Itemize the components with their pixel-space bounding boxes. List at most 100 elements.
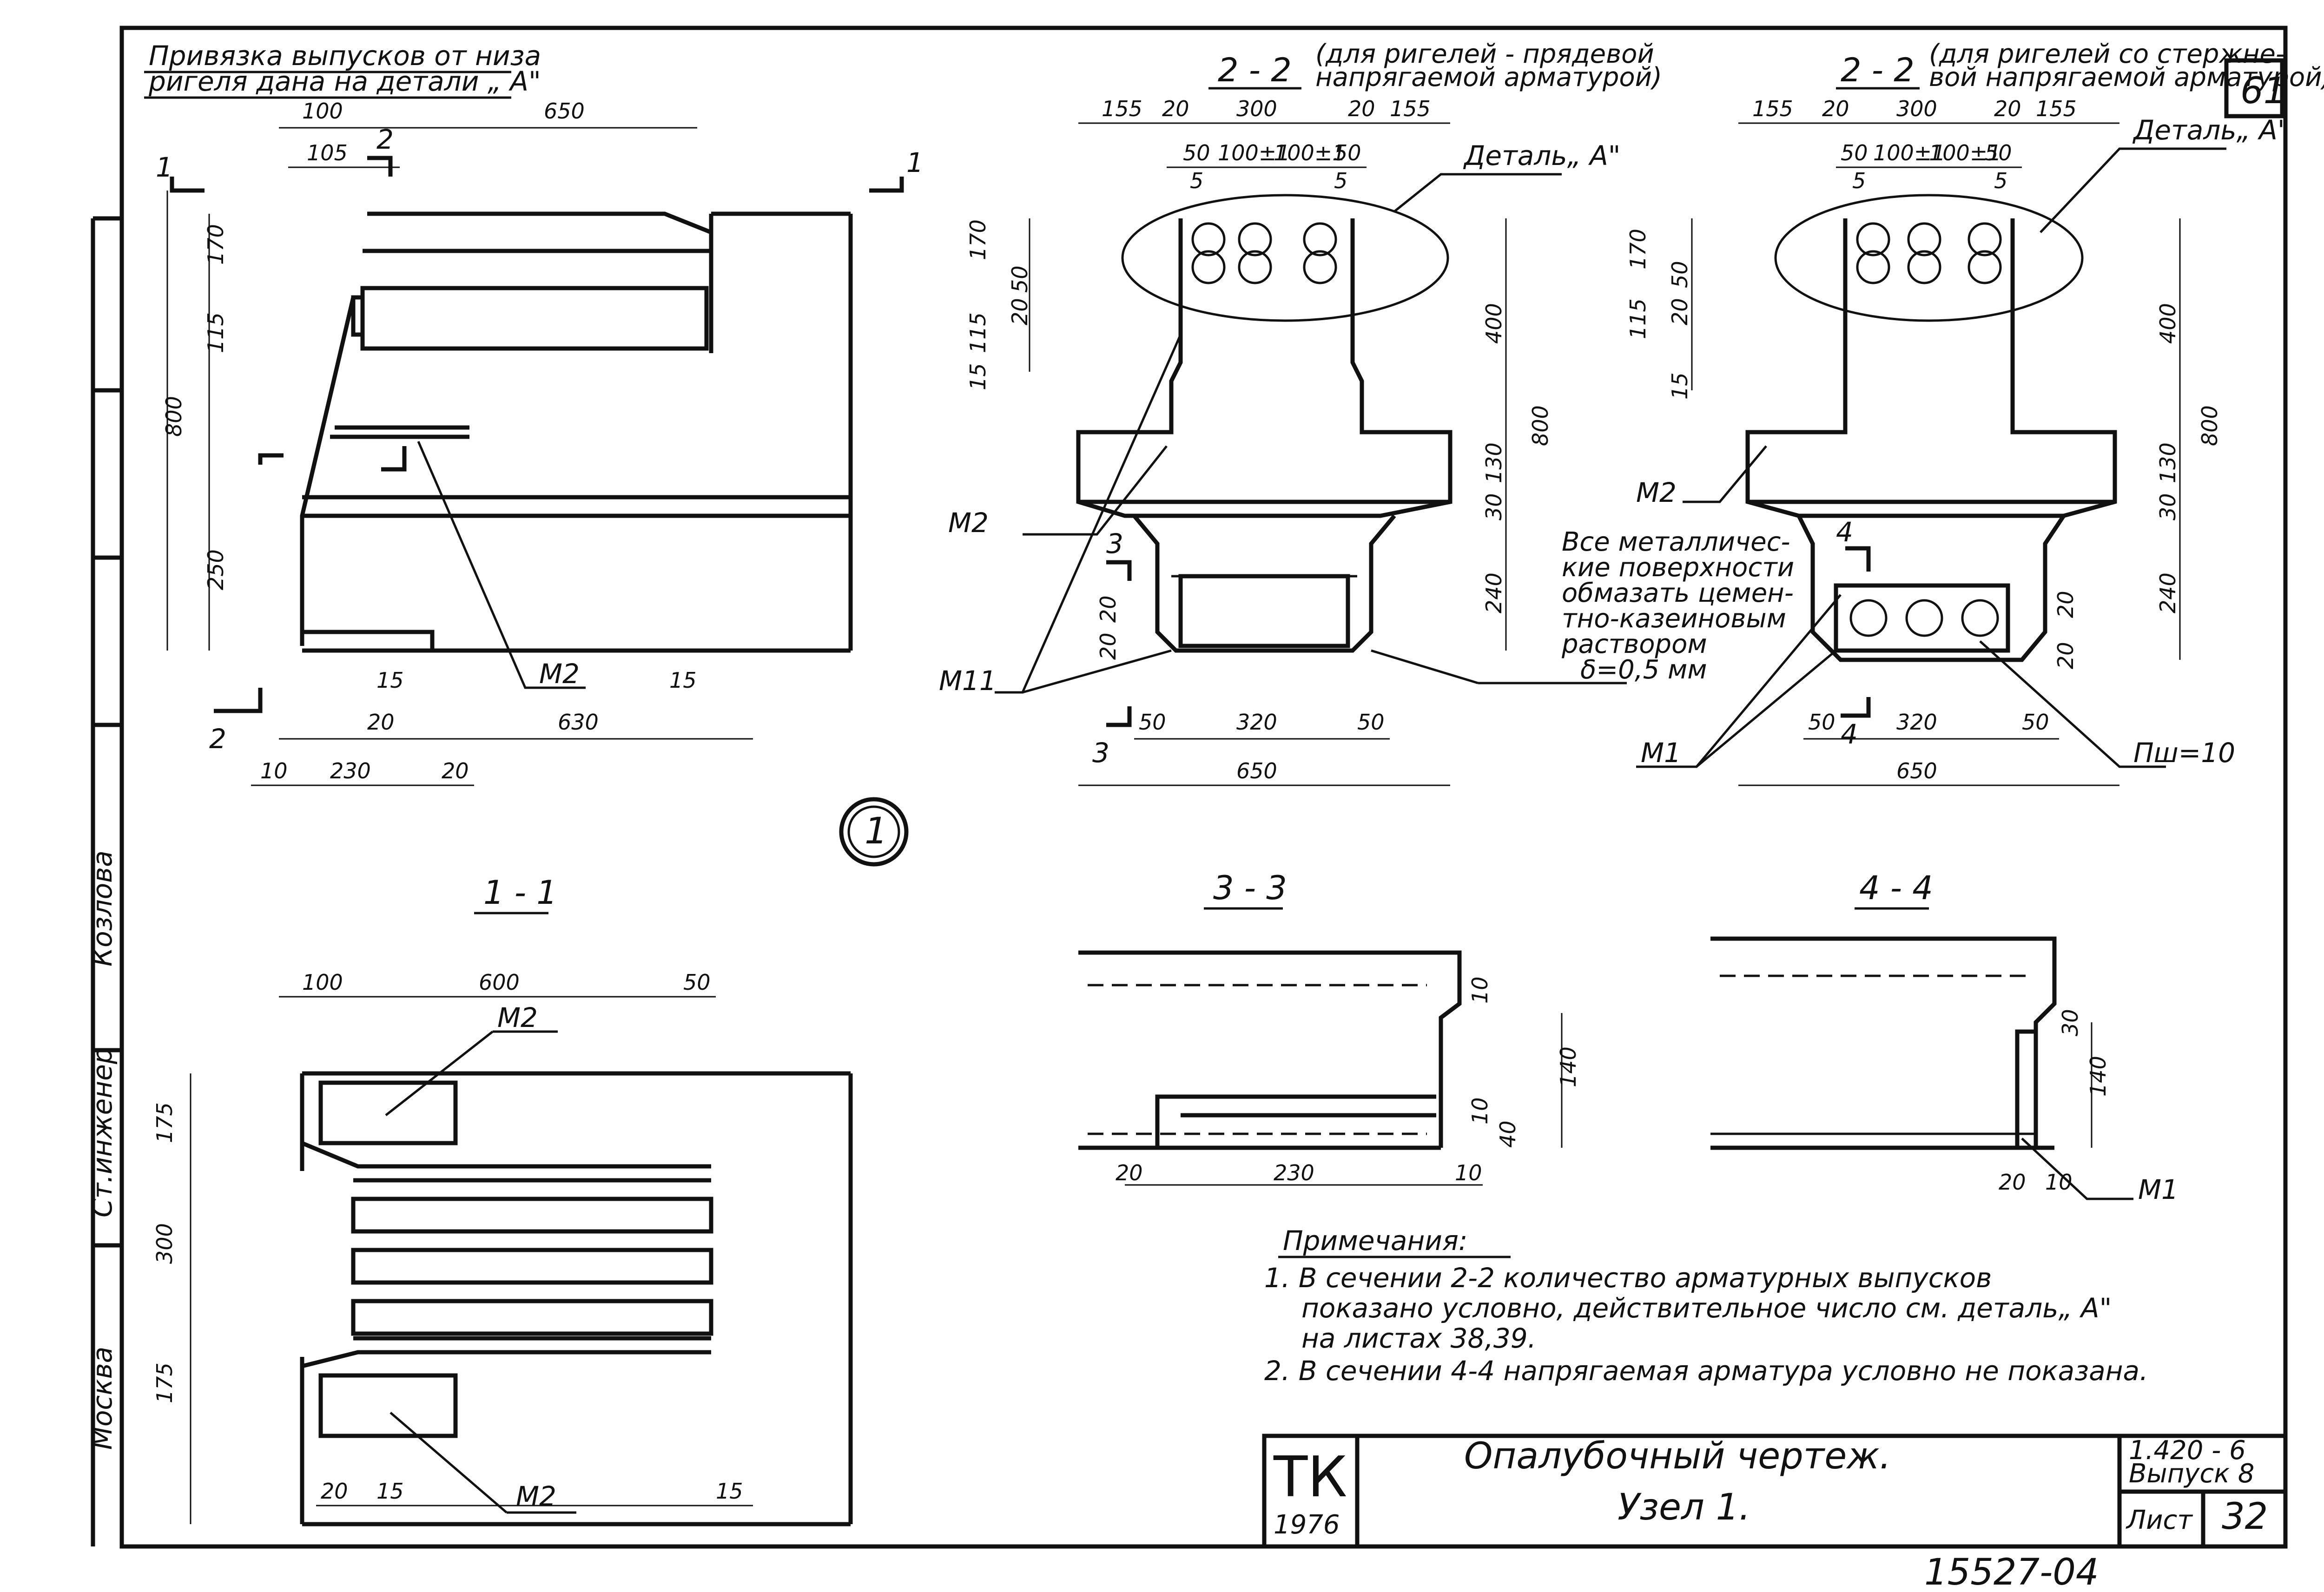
dim-600: 600: [479, 970, 520, 995]
notes-line-3: на листах 38,39.: [1301, 1322, 1536, 1354]
dim-10-d: 10: [1467, 1097, 1492, 1125]
dim-30-b: 30: [2155, 493, 2180, 520]
dim-130-b: 130: [2155, 442, 2180, 483]
dim-20-b: 20: [442, 758, 469, 783]
dim-20-g: 20: [1096, 632, 1121, 660]
dim-800-c: 800: [2197, 405, 2222, 446]
corner-number: 61: [2240, 70, 2286, 112]
notes-line-1: 1. В сечении 2-2 количество арматурных в…: [1264, 1262, 1992, 1294]
dim-115: 115: [203, 312, 228, 353]
stamp-org: ТК: [1273, 1445, 1347, 1510]
dim-175-b: 175: [152, 1362, 177, 1403]
dim-15-b: 15: [669, 668, 697, 693]
section-2-2-right: 2 - 2 (для ригелей со стержне- вой напря…: [1625, 39, 2324, 786]
dim-50-b: 50: [1334, 140, 1361, 165]
dim-115-c: 115: [1625, 298, 1651, 339]
cut-mark-1-left: 1: [156, 151, 173, 183]
corner-number-box: [2224, 58, 2284, 118]
notes-line-4: 2. В сечении 4-4 напрягаемая арматура ус…: [1264, 1355, 2148, 1387]
side-stamp-name: Козлова: [86, 850, 118, 967]
side-stamp-city: Москва: [86, 1347, 118, 1450]
stamp-sheet-label: Лист: [2126, 1505, 2193, 1535]
dim-100pm-c: 100±1: [1873, 140, 1946, 165]
dim-20-a: 20: [367, 710, 395, 735]
dim-40: 40: [1495, 1120, 1520, 1148]
section-2-2-left-note-1: (для ригелей - прядевой: [1315, 39, 1654, 69]
dim-50-f: 50: [1841, 140, 1868, 165]
stamp-subtitle: Узел 1.: [1618, 1487, 1750, 1528]
section-4-4-title: 4 - 4: [1859, 869, 1933, 907]
dim-15-c: 15: [965, 363, 990, 390]
dim-15-e: 15: [376, 1479, 404, 1504]
dim-100pm-a: 100±1: [1218, 140, 1290, 165]
dim-130-a: 130: [1481, 442, 1506, 483]
dim-20-m: 20: [321, 1479, 348, 1504]
dim-20-o: 20: [1999, 1170, 2026, 1195]
dim-155-c: 155: [1752, 96, 1793, 121]
node-mark-circle: [839, 797, 909, 867]
cut-mark-3-bottom: 3: [1092, 737, 1109, 769]
dim-20-n: 20: [1116, 1160, 1143, 1185]
dim-5-a: 5: [1190, 168, 1203, 193]
dim-20-k: 20: [2053, 591, 2078, 618]
section-2-2-left: 2 - 2 (для ригелей - прядевой напрягаемо…: [939, 39, 1662, 786]
dim-320-b: 320: [1896, 710, 1937, 735]
dim-400-a: 400: [1481, 303, 1506, 344]
dim-800-b: 800: [1528, 405, 1553, 446]
dim-50-c: 50: [1007, 265, 1032, 293]
dim-50-e: 50: [1357, 710, 1385, 735]
section-1-1-title: 1 - 1: [483, 874, 557, 912]
notes-line-2: показано условно, действительное число с…: [1301, 1292, 2112, 1324]
metal-note-5: раствором: [1561, 629, 1707, 659]
dim-20-l: 20: [2053, 642, 2078, 669]
stamp-title: Опалубочный чертеж.: [1464, 1435, 1891, 1477]
top-note-line-2: ригеля дана на детали „ A": [148, 66, 541, 97]
dim-10-c: 10: [1467, 976, 1492, 1004]
mark-m11-left: М11: [939, 665, 997, 697]
dim-30-c: 30: [2058, 1009, 2083, 1036]
mark-m2-elevation: М2: [539, 658, 580, 690]
section-3-3-title: 3 - 3: [1213, 869, 1287, 907]
dim-105: 105: [307, 140, 348, 165]
dim-50-j: 50: [2022, 710, 2049, 735]
metal-note-3: обмазать цемен-: [1562, 578, 1794, 608]
dim-800: 800: [161, 396, 186, 437]
dim-5-c: 5: [1852, 168, 1866, 193]
sheet-frame: [119, 26, 2288, 1549]
section-3-3: 3 - 3 20 230 10 10 140 10 40: [1078, 869, 1581, 1186]
section-2-2-right-note-2: вой напрягаемой арматурой): [1929, 62, 2324, 92]
dim-100pm-b: 100±1: [1274, 140, 1346, 165]
dim-170: 170: [203, 224, 228, 265]
detail-a-label-right: Деталь„ A": [2132, 114, 2290, 146]
dim-20-c: 20: [1162, 96, 1189, 121]
section-2-2-left-title: 2 - 2: [1218, 51, 1292, 89]
dim-50-g: 50: [1985, 140, 2012, 165]
dim-140-b: 140: [2086, 1056, 2111, 1097]
dim-170-c: 170: [1625, 229, 1651, 270]
metal-note-6: δ=0,5 мм: [1580, 655, 1707, 685]
dim-115-b: 115: [965, 312, 990, 353]
dim-10: 10: [260, 758, 288, 783]
dim-240-b: 240: [2155, 572, 2180, 613]
notes-block: Примечания: 1. В сечении 2-2 количество …: [1264, 1225, 2148, 1387]
cut-mark-2-bottom: 2: [209, 723, 226, 755]
dim-50-d: 50: [1139, 710, 1166, 735]
dim-30-a: 30: [1481, 493, 1506, 520]
metal-note-2: кие поверхности: [1562, 553, 1794, 583]
side-stamp-position: Ст.инженер: [86, 1047, 118, 1217]
dim-650-c: 650: [1896, 758, 1937, 783]
dim-50-a: 50: [1183, 140, 1210, 165]
dim-5-d: 5: [1994, 168, 2007, 193]
section-2-2-right-title: 2 - 2: [1841, 51, 1915, 89]
dim-300-c: 300: [152, 1223, 177, 1264]
section-2-2-right-note-1: (для ригелей со стержне-: [1929, 39, 2285, 69]
section-4-4: 4 - 4 30 140 20 10 М1: [1710, 869, 2179, 1205]
dim-300-a: 300: [1236, 96, 1277, 121]
stamp-series: 1.420 - 6: [2129, 1435, 2246, 1466]
cut-mark-4-bottom: 4: [1841, 718, 1858, 750]
bottom-number: 15527-04: [1924, 1552, 2099, 1592]
dim-230: 230: [330, 758, 371, 783]
mark-m2-plan-bottom: М2: [516, 1480, 556, 1512]
notes-title: Примечания:: [1283, 1225, 1467, 1256]
